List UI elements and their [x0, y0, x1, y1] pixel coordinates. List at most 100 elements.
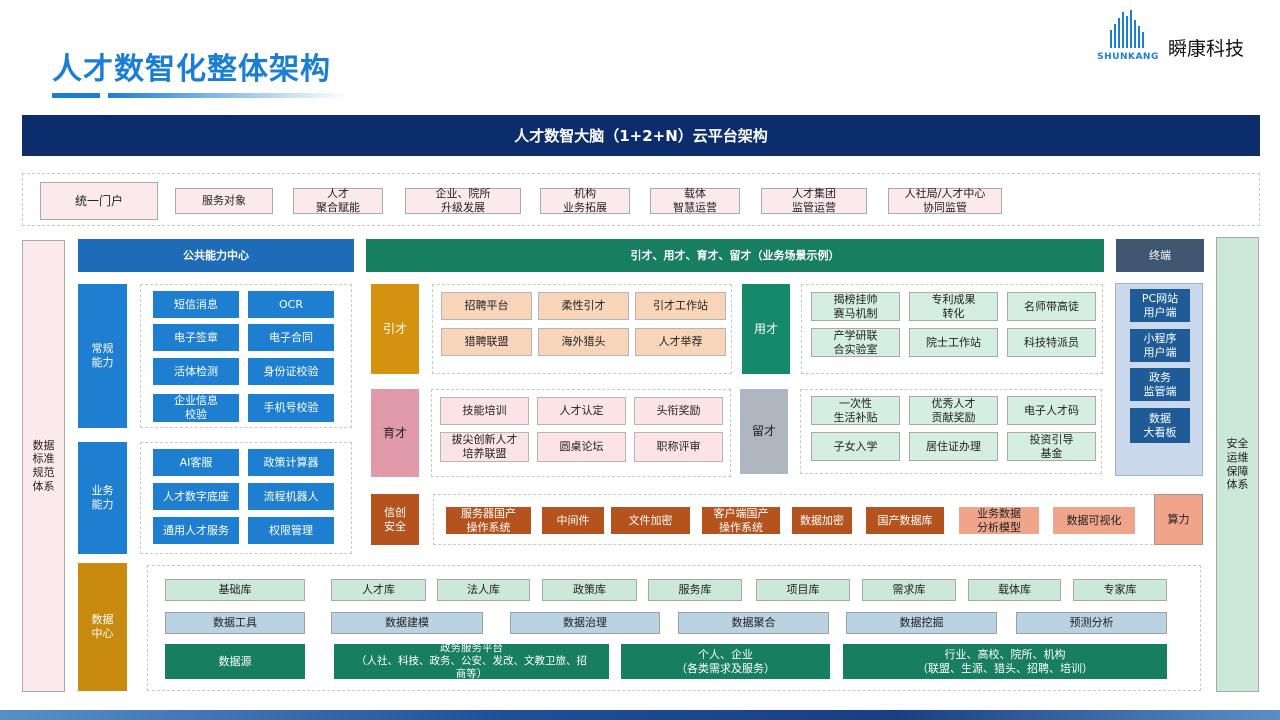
brand-logo-text: SHUNKANG: [1097, 52, 1159, 62]
liucai-item: 居住证办理: [909, 432, 998, 461]
xinchuang-item: 数据可视化: [1053, 507, 1135, 534]
yucai-label: 育才: [371, 389, 419, 477]
capability-item: 手机号校验: [248, 394, 334, 422]
yongcai-panel: [801, 284, 1103, 374]
portal-item: 企业、院所 升级发展: [405, 187, 521, 214]
yincai-label: 引才: [371, 284, 419, 374]
tool-item: 数据建模: [331, 612, 483, 634]
terminal-item: 数据 大看板: [1130, 408, 1190, 443]
business-capability-panel: [140, 442, 352, 554]
data-center-label: 数据 中心: [78, 563, 127, 691]
xinchuang-item: 中间件: [542, 507, 604, 534]
library-item: 项目库: [756, 579, 850, 601]
yincai-item: 人才举荐: [635, 328, 726, 356]
yongcai-item: 科技特派员: [1007, 328, 1096, 357]
library-item: 基础库: [165, 579, 305, 601]
data-source-item: 政务服务平台 （人社、科技、政务、公安、发改、文教卫旅、招 商等）: [334, 642, 609, 680]
library-item: 政策库: [542, 579, 637, 601]
library-item: 服务库: [648, 579, 742, 601]
terminal-item: PC网站 用户端: [1130, 289, 1190, 322]
yucai-item: 职称评审: [634, 432, 723, 462]
regular-capability-panel: [140, 284, 352, 428]
xinchuang-item: 服务器国产 操作系统: [446, 507, 531, 534]
yongcai-item: 专利成果 转化: [909, 292, 998, 321]
public-center-title: 公共能力中心: [78, 239, 354, 272]
capability-item: 人才数字底座: [153, 483, 239, 510]
yongcai-item: 名师带高徒: [1007, 292, 1096, 321]
yucai-item: 技能培训: [440, 397, 529, 425]
library-item: 专家库: [1073, 579, 1167, 601]
liucai-item: 优秀人才 贡献奖励: [909, 396, 998, 425]
liucai-label: 留才: [740, 389, 788, 474]
yongcai-item: 产学研联 合实验室: [811, 328, 900, 357]
portal-item: 人才集团 监管运营: [761, 187, 867, 214]
liucai-panel: [800, 389, 1102, 474]
data-source-item: 数据源: [165, 644, 305, 679]
data-source-item: 个人、企业 （各类需求及服务）: [621, 644, 830, 679]
library-item: 载体库: [968, 579, 1061, 601]
yincai-panel: [432, 284, 732, 374]
tool-item: 数据治理: [510, 612, 660, 634]
tool-item: 数据挖掘: [846, 612, 997, 634]
capability-item: 活体检测: [153, 358, 239, 385]
yucai-item: 人才认定: [537, 397, 626, 425]
brand-logo-icon: [1104, 8, 1152, 56]
tool-item: 数据聚合: [678, 612, 829, 634]
library-item: 法人库: [437, 579, 530, 601]
yincai-item: 引才工作站: [635, 292, 726, 320]
capability-item: 电子合同: [248, 324, 334, 351]
portal-item: 人社局/人才中心 协同监管: [888, 187, 1002, 214]
xinchuang-item: 业务数据 分析模型: [959, 507, 1039, 534]
library-item: 人才库: [331, 579, 426, 601]
title-underline: [52, 93, 100, 98]
capability-item: 通用人才服务: [153, 517, 239, 544]
security-ops-column: 安全 运维 保障 体系: [1216, 237, 1259, 692]
capability-item: 电子签章: [153, 324, 239, 351]
xinchuang-item: 国产数据库: [866, 507, 944, 534]
portal-item: 人才 聚合赋能: [293, 187, 383, 214]
liucai-item: 一次性 生活补贴: [811, 396, 900, 425]
portal-item: 机构 业务拓展: [540, 187, 630, 214]
yongcai-item: 院士工作站: [909, 328, 998, 357]
xinchuang-label: 信创 安全: [371, 494, 419, 545]
tool-item: 数据工具: [165, 612, 305, 634]
yincai-item: 猎聘联盟: [441, 328, 532, 356]
capability-item: OCR: [248, 291, 334, 318]
terminal-title: 终端: [1116, 239, 1204, 272]
yucai-item: 头衔奖励: [634, 397, 723, 425]
brand-name: 瞬康科技: [1168, 38, 1245, 60]
portal-item: 服务对象: [175, 188, 273, 214]
library-item: 需求库: [862, 579, 956, 601]
terminal-item: 政务 监管端: [1130, 368, 1190, 401]
business-capability-label: 业务 能力: [78, 442, 127, 554]
capability-item: 权限管理: [248, 517, 334, 544]
yongcai-item: 揭榜挂帅 赛马机制: [811, 292, 900, 321]
capability-item: AI客服: [153, 449, 239, 476]
yincai-item: 柔性引才: [538, 292, 629, 320]
capability-item: 企业信息 校验: [153, 394, 239, 422]
portal-item: 载体 智慧运营: [650, 187, 740, 214]
capability-item: 身份证校验: [248, 358, 334, 385]
footer-stripe: [0, 710, 1280, 720]
yucai-panel: [431, 389, 731, 477]
compute-power-box: 算力: [1154, 494, 1203, 545]
xinchuang-item: 数据加密: [792, 507, 852, 534]
yucai-item: 圆桌论坛: [537, 432, 626, 462]
liucai-item: 电子人才码: [1007, 396, 1096, 425]
xinchuang-item: 文件加密: [611, 507, 690, 534]
liucai-item: 子女入学: [811, 432, 900, 461]
terminal-item: 小程序 用户端: [1130, 329, 1190, 362]
yincai-item: 招聘平台: [441, 292, 532, 320]
capability-item: 短信消息: [153, 291, 239, 318]
capability-item: 政策计算器: [248, 449, 334, 476]
page-title: 人才数智化整体架构: [52, 52, 331, 87]
yucai-item: 拔尖创新人才 培养联盟: [440, 432, 529, 462]
title-underline-fade: [108, 93, 348, 98]
liucai-item: 投资引导 基金: [1007, 432, 1096, 461]
architecture-banner: 人才数智大脑（1+2+N）云平台架构: [22, 115, 1260, 156]
yincai-item: 海外猎头: [538, 328, 629, 356]
capability-item: 流程机器人: [248, 483, 334, 510]
tool-item: 预测分析: [1016, 612, 1167, 634]
data-standards-column: 数据 标准 规范 体系: [22, 240, 65, 692]
portal-label: 统一门户: [40, 182, 158, 220]
